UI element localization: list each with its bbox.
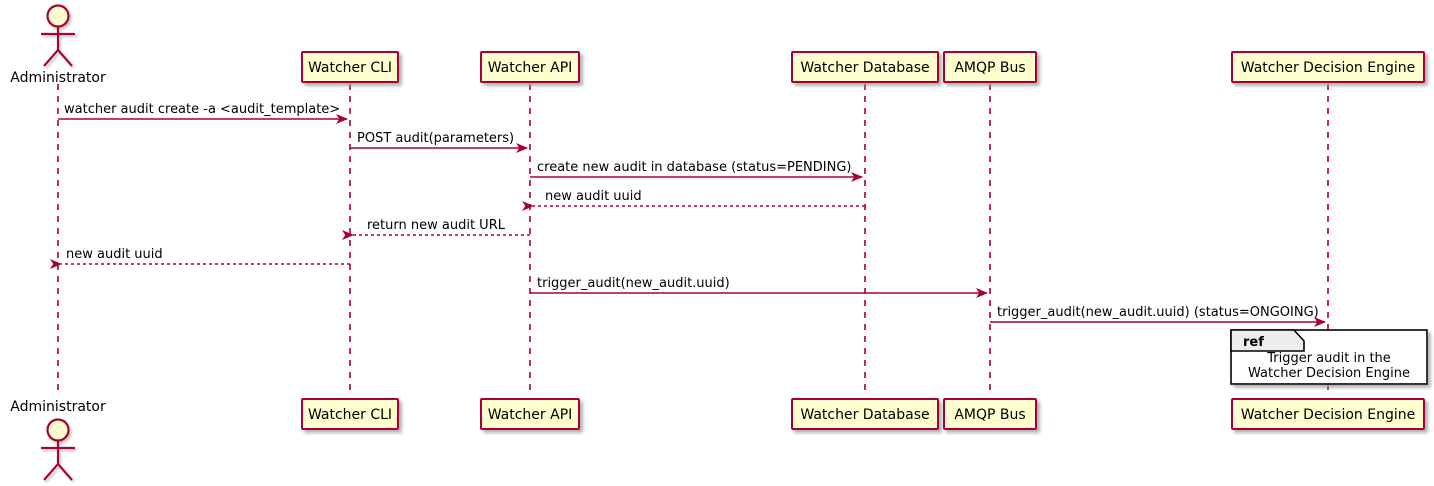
message-label-8: trigger_audit(new_audit.uuid) (status=ON… (997, 305, 1319, 320)
participant-box-api[interactable] (480, 51, 580, 83)
participant-box-cli[interactable] (301, 51, 399, 83)
message-3[interactable]: create new audit in database (status=PEN… (530, 160, 863, 182)
ref-fragment-line-1: Trigger audit in the (1266, 351, 1391, 366)
message-1[interactable]: watcher audit create -a <audit_template> (58, 102, 348, 124)
message-label-1: watcher audit create -a <audit_template> (64, 102, 340, 117)
participant-footer-wde[interactable]: Watcher Decision Engine (1231, 398, 1425, 430)
participant-label-amqp: AMQP Bus (954, 60, 1025, 76)
actor-leg-left-icon-bottom (43, 463, 59, 481)
participant-footer-api[interactable]: Watcher API (480, 398, 580, 430)
participant-label-wde-footer: Watcher Decision Engine (1241, 407, 1415, 423)
message-label-7: trigger_audit(new_audit.uuid) (537, 276, 730, 291)
actor-label-bottom: Administrator (10, 399, 106, 415)
message-label-5: return new audit URL (367, 218, 506, 233)
message-5[interactable]: return new audit URL (342, 218, 530, 240)
participant-label-wde: Watcher Decision Engine (1241, 60, 1415, 76)
participant-box-amqp-footer[interactable] (943, 398, 1037, 430)
actor-head-icon-bottom (46, 418, 70, 442)
message-label-2: POST audit(parameters) (357, 131, 514, 146)
message-label-6: new audit uuid (66, 247, 163, 262)
ref-fragment-tab (1230, 329, 1305, 352)
message-label-3: create new audit in database (status=PEN… (537, 160, 852, 175)
participant-header-wde[interactable]: Watcher Decision Engine (1231, 51, 1425, 83)
participant-footer-db[interactable]: Watcher Database (791, 398, 939, 430)
message-4[interactable]: new audit uuid (522, 189, 865, 211)
participant-box-amqp[interactable] (943, 51, 1037, 83)
participant-footer-cli[interactable]: Watcher CLI (301, 398, 399, 430)
participant-box-wde[interactable] (1231, 51, 1425, 83)
participant-label-api-footer: Watcher API (488, 407, 573, 423)
message-8[interactable]: trigger_audit(new_audit.uuid) (status=ON… (990, 305, 1326, 327)
participant-box-db-footer[interactable] (791, 398, 939, 430)
actor-administrator-top[interactable]: Administrator (10, 4, 106, 87)
participant-label-db: Watcher Database (800, 60, 929, 76)
lifelines (57, 84, 1329, 396)
ref-fragment-line-2: Watcher Decision Engine (1248, 366, 1410, 381)
participant-header-api[interactable]: Watcher API (480, 51, 580, 83)
ref-fragment-tab-label: ref (1243, 335, 1264, 350)
ref-fragment[interactable]: ref Trigger audit in the Watcher Decisio… (1230, 329, 1428, 385)
participant-header-cli[interactable]: Watcher CLI (301, 51, 399, 83)
participant-header-amqp[interactable]: AMQP Bus (943, 51, 1037, 83)
message-7[interactable]: trigger_audit(new_audit.uuid) (530, 276, 988, 298)
actor-leg-right-icon-bottom (57, 463, 73, 481)
participant-header-db[interactable]: Watcher Database (791, 51, 939, 83)
participant-label-cli: Watcher CLI (308, 60, 392, 76)
participant-box-wde-footer[interactable] (1231, 398, 1425, 430)
participant-label-db-footer: Watcher Database (800, 407, 929, 423)
participant-label-amqp-footer: AMQP Bus (954, 407, 1025, 423)
participant-label-cli-footer: Watcher CLI (308, 407, 392, 423)
participant-footer-amqp[interactable]: AMQP Bus (943, 398, 1037, 430)
participant-box-api-footer[interactable] (480, 398, 580, 430)
message-2[interactable]: POST audit(parameters) (350, 131, 528, 153)
actor-leg-left-icon (43, 49, 59, 67)
participant-box-cli-footer[interactable] (301, 398, 399, 430)
participant-label-api: Watcher API (488, 60, 573, 76)
message-label-4: new audit uuid (545, 189, 642, 204)
message-6[interactable]: new audit uuid (50, 247, 350, 269)
actor-leg-right-icon (57, 49, 73, 67)
participant-box-db[interactable] (791, 51, 939, 83)
actor-administrator-bottom[interactable]: Administrator (10, 399, 106, 481)
actor-head-icon (46, 4, 70, 28)
actor-label-top: Administrator (10, 70, 106, 86)
